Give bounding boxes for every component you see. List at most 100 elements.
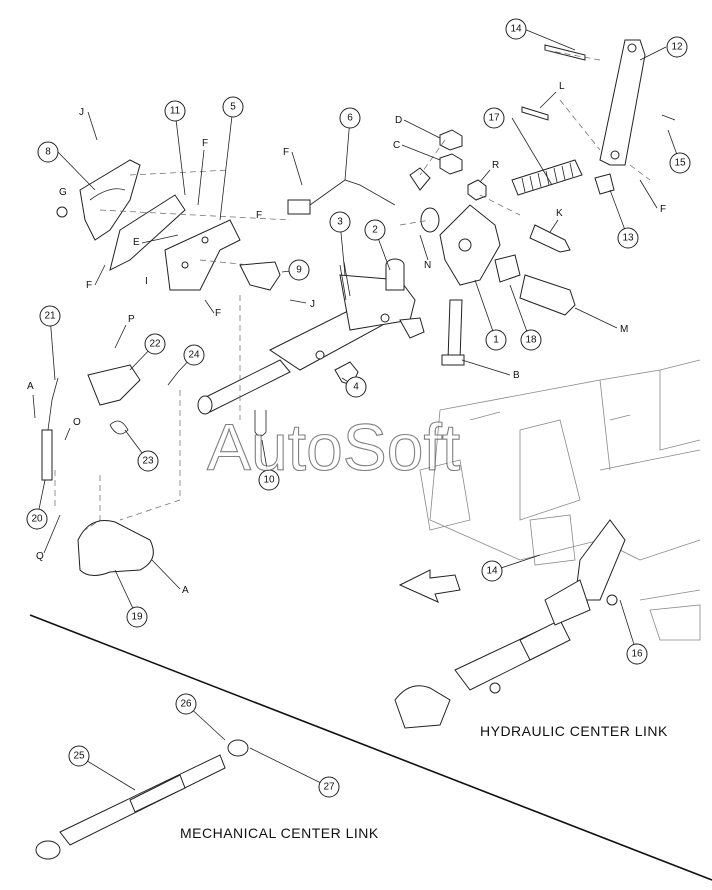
callout-4: 4 xyxy=(345,376,367,398)
label-d: D xyxy=(395,115,402,126)
svg-text:17: 17 xyxy=(488,113,500,124)
svg-text:27: 27 xyxy=(323,782,335,793)
callout-3: 3 xyxy=(329,211,351,233)
watermark-text: AutoSoft xyxy=(207,410,460,484)
tractor-frame xyxy=(419,359,701,641)
callout-25: 25 xyxy=(68,745,90,767)
callout-18: 18 xyxy=(520,329,542,351)
callout-14: 14 xyxy=(505,18,527,40)
label-o: O xyxy=(73,417,81,428)
callout-8: 8 xyxy=(37,141,59,163)
spring-17 xyxy=(511,159,583,196)
switch-6 xyxy=(287,199,311,215)
callout-24: 24 xyxy=(183,344,205,366)
label-a-2: A xyxy=(182,585,189,596)
bracket-9 xyxy=(239,261,281,291)
u-pin xyxy=(254,410,267,437)
mechanical-center-link xyxy=(35,739,249,860)
pin-14 xyxy=(544,44,586,61)
bolt-m xyxy=(519,274,576,316)
svg-text:9: 9 xyxy=(296,265,302,276)
svg-text:5: 5 xyxy=(230,102,236,113)
handle-21 xyxy=(47,377,59,431)
hydraulic-assembly-view xyxy=(394,519,626,729)
label-j-top: J xyxy=(79,107,84,118)
svg-text:25: 25 xyxy=(73,751,85,762)
label-a-1: A xyxy=(27,381,34,392)
svg-text:10: 10 xyxy=(263,475,275,486)
svg-text:15: 15 xyxy=(674,158,686,169)
svg-text:18: 18 xyxy=(525,335,537,346)
callout-23: 23 xyxy=(137,450,159,472)
plate-11 xyxy=(109,194,186,271)
svg-text:14: 14 xyxy=(510,24,522,35)
pin-l xyxy=(521,106,549,121)
callout-21: 21 xyxy=(39,305,61,327)
svg-text:13: 13 xyxy=(622,233,634,244)
callout-10: 10 xyxy=(258,469,280,491)
label-m: M xyxy=(620,324,628,335)
spring-23 xyxy=(109,420,129,435)
callout-17: 17 xyxy=(483,107,505,129)
callout-13: 13 xyxy=(617,227,639,249)
label-q: Q xyxy=(36,551,44,562)
elbow-fitting-upper xyxy=(399,317,425,339)
label-n: N xyxy=(424,260,431,271)
callout-26: 26 xyxy=(175,693,197,715)
callout-2: 2 xyxy=(364,219,386,241)
caption-mechanical-center-link: MECHANICAL CENTER LINK xyxy=(180,825,379,841)
callout-16: 16 xyxy=(626,643,648,665)
svg-text:3: 3 xyxy=(337,217,343,228)
label-p: P xyxy=(128,314,135,325)
label-f-3: F xyxy=(283,147,289,158)
hydraulic-cylinder xyxy=(197,258,416,415)
svg-text:24: 24 xyxy=(188,350,200,361)
callout-11: 11 xyxy=(164,100,186,122)
svg-text:14: 14 xyxy=(486,566,498,577)
direction-arrow xyxy=(398,569,461,603)
label-f-1: F xyxy=(202,138,208,149)
link-12 xyxy=(599,39,646,166)
hook-19 xyxy=(77,520,154,576)
label-f-6: F xyxy=(660,204,666,215)
bolt-k xyxy=(529,224,571,253)
label-j-2: J xyxy=(310,299,315,310)
pin-20 xyxy=(41,429,53,481)
nut-c xyxy=(439,153,463,175)
svg-text:23: 23 xyxy=(142,456,154,467)
callout-14-b: 14 xyxy=(481,560,503,582)
caption-hydraulic-center-link: HYDRAULIC CENTER LINK xyxy=(480,723,668,739)
svg-text:19: 19 xyxy=(131,612,143,623)
callout-22: 22 xyxy=(144,333,166,355)
svg-text:22: 22 xyxy=(149,339,161,350)
fitting-grease xyxy=(409,167,431,191)
svg-text:4: 4 xyxy=(353,382,359,393)
label-i: I xyxy=(145,276,148,287)
label-f-5: F xyxy=(215,308,221,319)
callout-5: 5 xyxy=(222,96,244,118)
svg-text:11: 11 xyxy=(170,106,181,117)
callout-1: 1 xyxy=(485,329,507,351)
callouts: 14 12 15 13 17 18 1 2 3 6 11 5 8 9 4 10 … xyxy=(26,18,691,798)
bolt-b xyxy=(447,299,463,361)
letter-labels: J F G E F F I F F J D C N R L K M F B P xyxy=(27,81,666,596)
label-b: B xyxy=(513,370,520,381)
nut-d xyxy=(439,129,463,151)
bushing-18 xyxy=(494,254,521,283)
pin-24 xyxy=(167,371,179,386)
svg-text:26: 26 xyxy=(180,699,192,710)
callout-19: 19 xyxy=(126,606,148,628)
label-f-2: F xyxy=(256,210,262,221)
bushing-13 xyxy=(594,173,615,195)
svg-text:21: 21 xyxy=(44,311,56,322)
label-c: C xyxy=(393,140,400,151)
label-k: K xyxy=(556,208,563,219)
callout-20: 20 xyxy=(26,508,48,530)
svg-text:6: 6 xyxy=(347,113,353,124)
callout-27: 27 xyxy=(318,776,340,798)
section-divider xyxy=(29,614,712,881)
bolt-g xyxy=(56,206,68,218)
clip-15 xyxy=(661,114,676,121)
